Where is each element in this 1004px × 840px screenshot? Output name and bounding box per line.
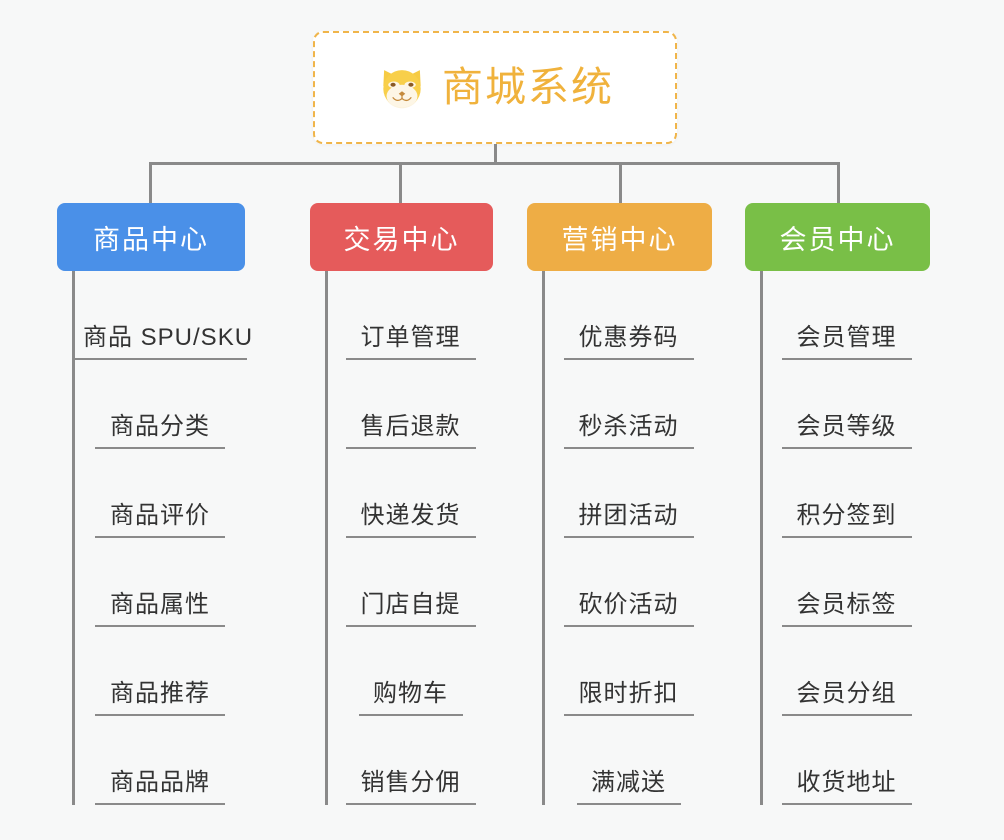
column-trade-center: 交易中心订单管理售后退款快递发货门店自提购物车销售分佣 — [310, 203, 493, 805]
list-item[interactable]: 订单管理 — [328, 271, 493, 360]
list-item-label: 快递发货 — [345, 495, 476, 538]
list-item[interactable]: 会员管理 — [763, 271, 930, 360]
root-title: 商城系统 — [442, 64, 614, 110]
list-item-label: 拼团活动 — [563, 495, 694, 538]
list-item[interactable]: 销售分佣 — [328, 716, 493, 805]
column-member-center: 会员中心会员管理会员等级积分签到会员标签会员分组收货地址 — [745, 203, 930, 805]
connector-drop-line-0 — [149, 162, 152, 203]
connector-bus-line — [149, 162, 840, 165]
list-item-label: 商品属性 — [95, 584, 225, 627]
shiba-inu-icon — [383, 69, 421, 108]
category-header-trade-center[interactable]: 交易中心 — [310, 203, 493, 271]
list-item-label: 购物车 — [358, 673, 463, 716]
list-item-label: 商品评价 — [95, 495, 225, 538]
list-item-label: 商品 SPU/SKU — [73, 317, 252, 360]
category-header-label: 会员中心 — [779, 224, 896, 255]
list-item-label: 满减送 — [576, 762, 681, 805]
list-item-label: 秒杀活动 — [563, 406, 694, 449]
list-item-label: 会员标签 — [781, 584, 912, 627]
list-item[interactable]: 会员等级 — [763, 360, 930, 449]
list-item-label: 门店自提 — [345, 584, 476, 627]
list-item[interactable]: 商品推荐 — [75, 627, 245, 716]
list-item-label: 会员等级 — [781, 406, 912, 449]
list-item-label: 限时折扣 — [563, 673, 694, 716]
category-header-marketing-center[interactable]: 营销中心 — [527, 203, 712, 271]
list-item[interactable]: 商品属性 — [75, 538, 245, 627]
item-list-trade-center: 订单管理售后退款快递发货门店自提购物车销售分佣 — [325, 271, 493, 805]
column-marketing-center: 营销中心优惠券码秒杀活动拼团活动砍价活动限时折扣满减送 — [527, 203, 712, 805]
category-header-member-center[interactable]: 会员中心 — [745, 203, 930, 271]
list-item[interactable]: 收货地址 — [763, 716, 930, 805]
list-item[interactable]: 商品品牌 — [75, 716, 245, 805]
list-item[interactable]: 门店自提 — [328, 538, 493, 627]
list-item-label: 会员管理 — [781, 317, 912, 360]
list-item[interactable]: 商品评价 — [75, 449, 245, 538]
list-item[interactable]: 商品分类 — [75, 360, 245, 449]
connector-drop-line-2 — [619, 162, 622, 203]
list-item[interactable]: 快递发货 — [328, 449, 493, 538]
item-list-marketing-center: 优惠券码秒杀活动拼团活动砍价活动限时折扣满减送 — [542, 271, 712, 805]
list-item[interactable]: 优惠券码 — [545, 271, 712, 360]
list-item-label: 商品推荐 — [95, 673, 225, 716]
list-item-label: 优惠券码 — [563, 317, 694, 360]
list-item-label: 商品分类 — [95, 406, 225, 449]
list-item-label: 商品品牌 — [95, 762, 225, 805]
list-item[interactable]: 拼团活动 — [545, 449, 712, 538]
item-list-member-center: 会员管理会员等级积分签到会员标签会员分组收货地址 — [760, 271, 930, 805]
list-item[interactable]: 会员标签 — [763, 538, 930, 627]
list-item-label: 订单管理 — [345, 317, 476, 360]
list-item[interactable]: 购物车 — [328, 627, 493, 716]
category-header-product-center[interactable]: 商品中心 — [57, 203, 245, 271]
list-item[interactable]: 会员分组 — [763, 627, 930, 716]
category-header-label: 商品中心 — [93, 224, 209, 255]
list-item-label: 会员分组 — [781, 673, 912, 716]
list-item[interactable]: 商品 SPU/SKU — [73, 271, 252, 360]
list-item-label: 收货地址 — [781, 762, 912, 805]
list-item[interactable]: 秒杀活动 — [545, 360, 712, 449]
list-item[interactable]: 积分签到 — [763, 449, 930, 538]
list-item-label: 砍价活动 — [563, 584, 694, 627]
list-item-label: 售后退款 — [345, 406, 476, 449]
connector-drop-line-3 — [837, 162, 840, 203]
connector-drop-line-1 — [399, 162, 402, 203]
list-item-label: 销售分佣 — [345, 762, 476, 805]
item-list-product-center: 商品 SPU/SKU 商品分类商品评价商品属性商品推荐商品品牌 — [72, 271, 252, 805]
category-header-label: 营销中心 — [561, 224, 678, 255]
list-item[interactable]: 砍价活动 — [545, 538, 712, 627]
list-item-label: 积分签到 — [781, 495, 912, 538]
root-trunk-line — [494, 144, 497, 165]
list-item[interactable]: 满减送 — [545, 716, 712, 805]
root-node[interactable]: 商城系统 — [313, 31, 677, 144]
list-item[interactable]: 售后退款 — [328, 360, 493, 449]
column-product-center: 商品中心商品 SPU/SKU 商品分类商品评价商品属性商品推荐商品品牌 — [57, 203, 252, 805]
list-item[interactable]: 限时折扣 — [545, 627, 712, 716]
category-header-label: 交易中心 — [343, 224, 460, 255]
